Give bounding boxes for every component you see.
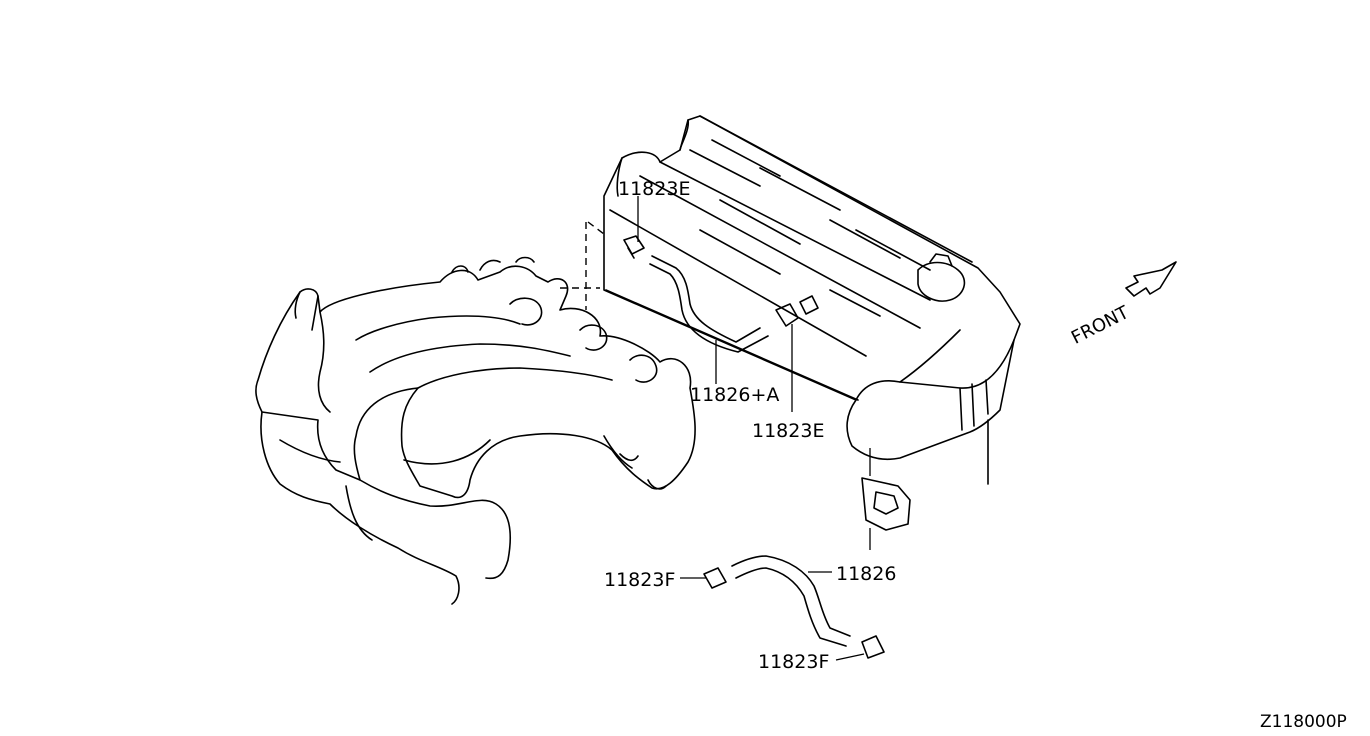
dashed-outline: [560, 221, 605, 310]
label-11826: 11826: [836, 563, 897, 585]
label-11823e-mid: 11823E: [752, 420, 825, 442]
label-11823f-bottom: 11823F: [758, 651, 830, 673]
hose-11826: [703, 555, 885, 659]
label-11826-a: 11826+A: [690, 384, 780, 406]
front-arrow-icon: [1125, 261, 1177, 297]
leader-lines: [637, 196, 871, 661]
label-11823f-left: 11823F: [604, 569, 676, 591]
intake-manifold: [255, 256, 696, 605]
flange: [861, 477, 911, 531]
clip-11823e-top: [623, 235, 645, 259]
diagram-code: Z118000P: [1260, 712, 1347, 732]
hose-11826-a: [649, 255, 819, 353]
rocker-cover: [603, 115, 1021, 485]
label-11823e-top: 11823E: [618, 178, 691, 200]
